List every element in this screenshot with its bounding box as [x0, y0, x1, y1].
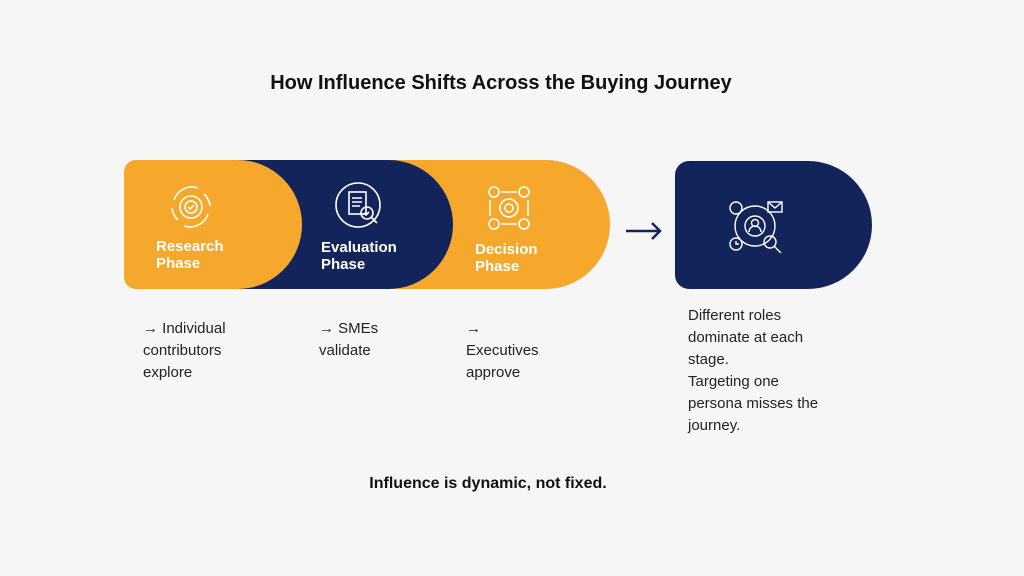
research-desc-1: → Individual: [143, 320, 226, 337]
research-desc-2: contributors: [143, 342, 222, 359]
footer-statement: Influence is dynamic, not fixed.: [369, 475, 607, 492]
decision-desc-1: →: [466, 320, 481, 337]
result-shape: [675, 161, 872, 289]
research-desc-3: explore: [143, 364, 193, 381]
result-desc-6: journey.: [688, 417, 741, 434]
gear-cycle-check-icon: [171, 186, 211, 228]
diagram-title: How Influence Shifts Across the Buying J…: [270, 72, 732, 94]
decision-process-icon: [488, 186, 530, 230]
result-desc-1: Different roles: [688, 307, 782, 324]
result-desc-5: persona misses the: [688, 395, 819, 412]
decision-desc-2: Executives: [466, 342, 539, 359]
document-review-icon: [335, 182, 381, 228]
research-phase-shape: [124, 160, 302, 289]
result-desc-2: dominate at each: [688, 329, 804, 346]
evaluation-phase-label-1: Evaluation: [321, 239, 397, 256]
arrow-right-icon: [626, 222, 662, 240]
research-phase-label-1: Research: [156, 238, 224, 255]
evaluation-desc-2: validate: [319, 342, 371, 359]
research-phase-label-2: Phase: [156, 255, 201, 272]
persona-network-icon: [729, 201, 783, 254]
decision-phase-label-2: Phase: [475, 258, 520, 275]
evaluation-desc-1: → SMEs: [319, 320, 379, 337]
result-desc-4: Targeting one: [688, 373, 779, 390]
result-desc-3: stage.: [688, 351, 729, 368]
decision-phase-label-1: Decision: [475, 241, 538, 258]
evaluation-phase-label-2: Phase: [321, 256, 366, 273]
decision-desc-3: approve: [466, 364, 521, 381]
